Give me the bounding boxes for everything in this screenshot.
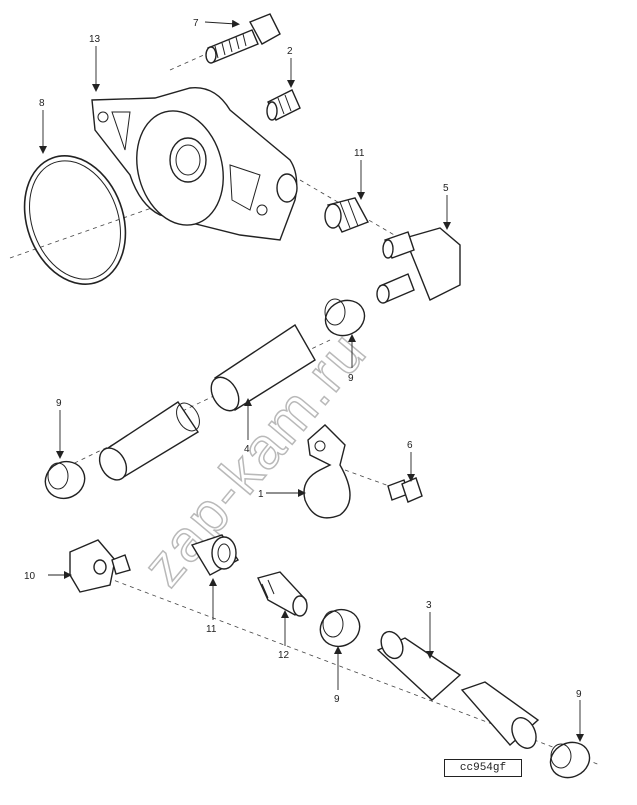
p-clip <box>303 424 351 519</box>
callout-10: 10 <box>24 571 36 582</box>
callout-9-lower: 9 <box>334 694 340 705</box>
hose-clamp-left <box>44 460 86 500</box>
callout-3: 3 <box>426 600 432 611</box>
hose-clamp-upper <box>324 298 366 337</box>
callout-5: 5 <box>443 183 449 194</box>
callout-9-left: 9 <box>56 398 62 409</box>
callout-9-upper: 9 <box>348 373 354 384</box>
pipe-plug <box>266 89 301 121</box>
callout-13: 13 <box>89 34 101 45</box>
fitting-upper <box>324 197 369 233</box>
capscrew <box>387 477 423 503</box>
hose-clamp-bottom-right <box>549 741 591 779</box>
callout-8: 8 <box>39 98 45 109</box>
callout-2: 2 <box>287 46 293 57</box>
filter-head-housing <box>91 86 298 241</box>
callout-9-bottom-right: 9 <box>576 689 582 700</box>
elbow <box>69 539 131 593</box>
callout-12: 12 <box>278 650 290 661</box>
figure-code: cc954gf <box>444 759 522 777</box>
callout-11-upper: 11 <box>354 148 365 159</box>
callout-4: 4 <box>244 444 250 455</box>
elbow-fitting <box>376 227 461 304</box>
callout-7: 7 <box>193 18 199 29</box>
callout-6: 6 <box>407 440 413 451</box>
callout-1: 1 <box>258 489 264 500</box>
bolt <box>205 13 281 64</box>
callout-11-lower: 11 <box>206 624 217 635</box>
fitting-lower <box>190 534 239 576</box>
gasket-ring <box>23 155 127 285</box>
hose-lower <box>376 630 540 749</box>
leader-lines <box>39 19 584 742</box>
hose-upper <box>98 324 316 481</box>
hose-clamp-lower <box>319 608 361 648</box>
callout-labels: 13 7 2 8 11 5 9 9 4 6 1 10 11 12 3 9 9 <box>24 18 582 705</box>
hose-nipple <box>257 571 308 617</box>
